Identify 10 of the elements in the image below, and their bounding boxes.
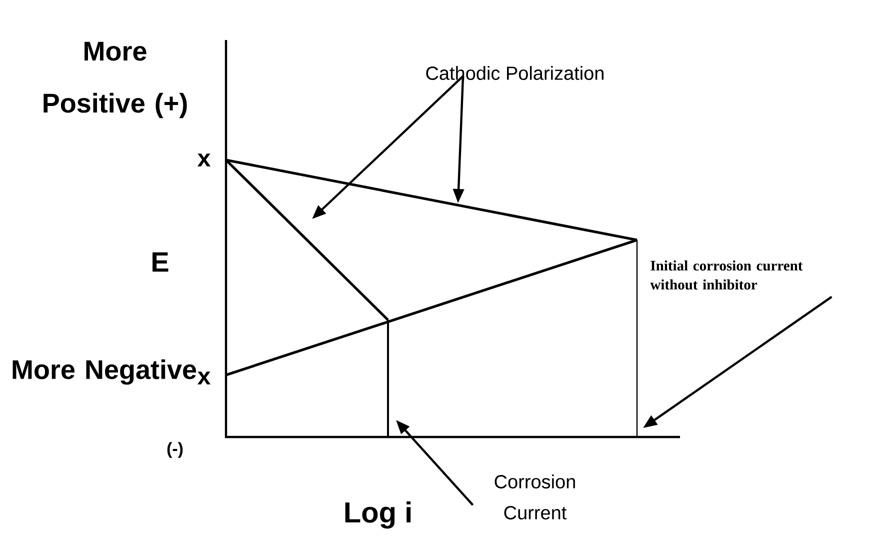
annotation-text: Cathodic Polarization xyxy=(426,66,604,80)
axis-label: (-) xyxy=(167,442,183,458)
axis-label: x xyxy=(198,154,210,166)
axis-label: x xyxy=(198,372,210,384)
axis-label: Log i xyxy=(345,501,411,529)
annotation-text: Initial corrosion current without inhibitor xyxy=(650,260,803,290)
annotation-text: Corrosion Current xyxy=(494,474,575,520)
axis-label: More Negative xyxy=(12,359,196,385)
axis-label: E xyxy=(152,252,168,272)
axis-label: More Positive (+) xyxy=(44,42,187,118)
